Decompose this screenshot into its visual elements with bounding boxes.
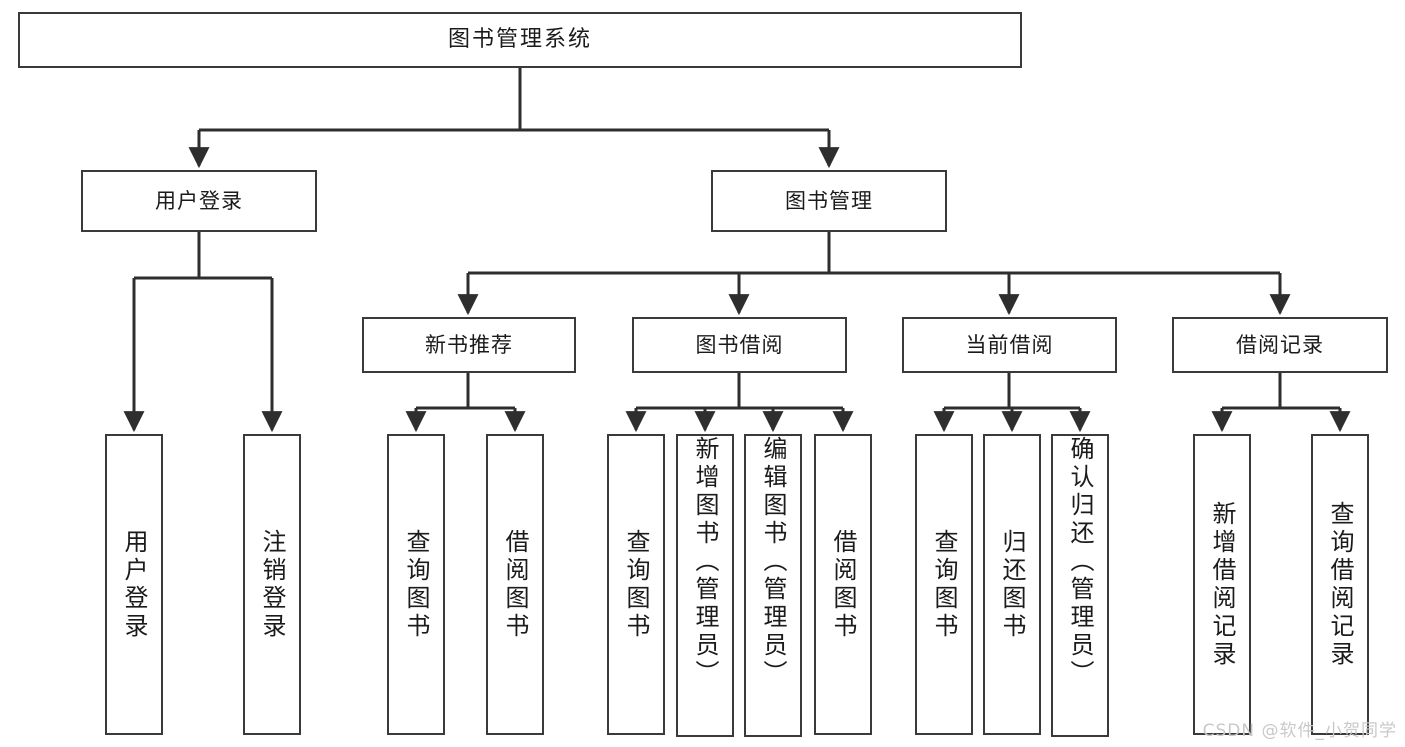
node-label: 新增借阅记录: [1208, 500, 1236, 669]
node-label: 图书管理: [785, 188, 873, 213]
node-label: 当前借阅: [965, 332, 1054, 357]
leaf-new-book-query-book[interactable]: 查询图书: [387, 434, 445, 735]
node-label: 确认归还（管理员）: [1066, 436, 1094, 688]
node-label: 新书推荐: [425, 332, 513, 357]
node-label: 图书借阅: [695, 332, 784, 357]
node-book-borrowing[interactable]: 图书借阅: [632, 317, 847, 373]
node-label: 借阅图书: [501, 528, 529, 641]
node-current-borrowing[interactable]: 当前借阅: [902, 317, 1117, 373]
node-label: 查询借阅记录: [1326, 500, 1354, 669]
node-label: 借阅记录: [1236, 332, 1324, 357]
node-new-book-recommendation[interactable]: 新书推荐: [362, 317, 576, 373]
leaf-book-borrow-add-book-admin[interactable]: 新增图书（管理员）: [676, 434, 734, 737]
node-label: 注销登录: [258, 528, 286, 641]
node-user-login[interactable]: 用户登录: [81, 170, 317, 232]
node-label: 归还图书: [998, 528, 1026, 641]
node-label: 查询图书: [622, 528, 650, 641]
node-label: 编辑图书（管理员）: [759, 436, 787, 688]
leaf-borrow-record-query-record[interactable]: 查询借阅记录: [1311, 434, 1369, 735]
leaf-current-borrow-confirm-return-admin[interactable]: 确认归还（管理员）: [1051, 434, 1109, 737]
node-label: 新增图书（管理员）: [691, 436, 719, 688]
leaf-book-borrow-query-book[interactable]: 查询图书: [607, 434, 665, 735]
leaf-current-borrow-query-book[interactable]: 查询图书: [915, 434, 973, 735]
node-borrowing-record[interactable]: 借阅记录: [1172, 317, 1388, 373]
node-label: 用户登录: [120, 528, 148, 641]
leaf-user-login[interactable]: 用户登录: [105, 434, 163, 735]
leaf-borrow-record-add-record[interactable]: 新增借阅记录: [1193, 434, 1251, 735]
node-label: 用户登录: [155, 188, 243, 213]
node-label: 图书管理系统: [447, 27, 592, 53]
node-label: 查询图书: [930, 528, 958, 641]
node-label: 查询图书: [402, 528, 430, 641]
leaf-logout[interactable]: 注销登录: [243, 434, 301, 735]
node-label: 借阅图书: [829, 528, 857, 641]
leaf-book-borrow-borrow-book[interactable]: 借阅图书: [814, 434, 872, 735]
node-book-management[interactable]: 图书管理: [711, 170, 947, 232]
leaf-book-borrow-edit-book-admin[interactable]: 编辑图书（管理员）: [744, 434, 802, 737]
leaf-current-borrow-return-book[interactable]: 归还图书: [983, 434, 1041, 735]
node-root-book-management-system[interactable]: 图书管理系统: [18, 12, 1022, 68]
leaf-new-book-borrow-book[interactable]: 借阅图书: [486, 434, 544, 735]
